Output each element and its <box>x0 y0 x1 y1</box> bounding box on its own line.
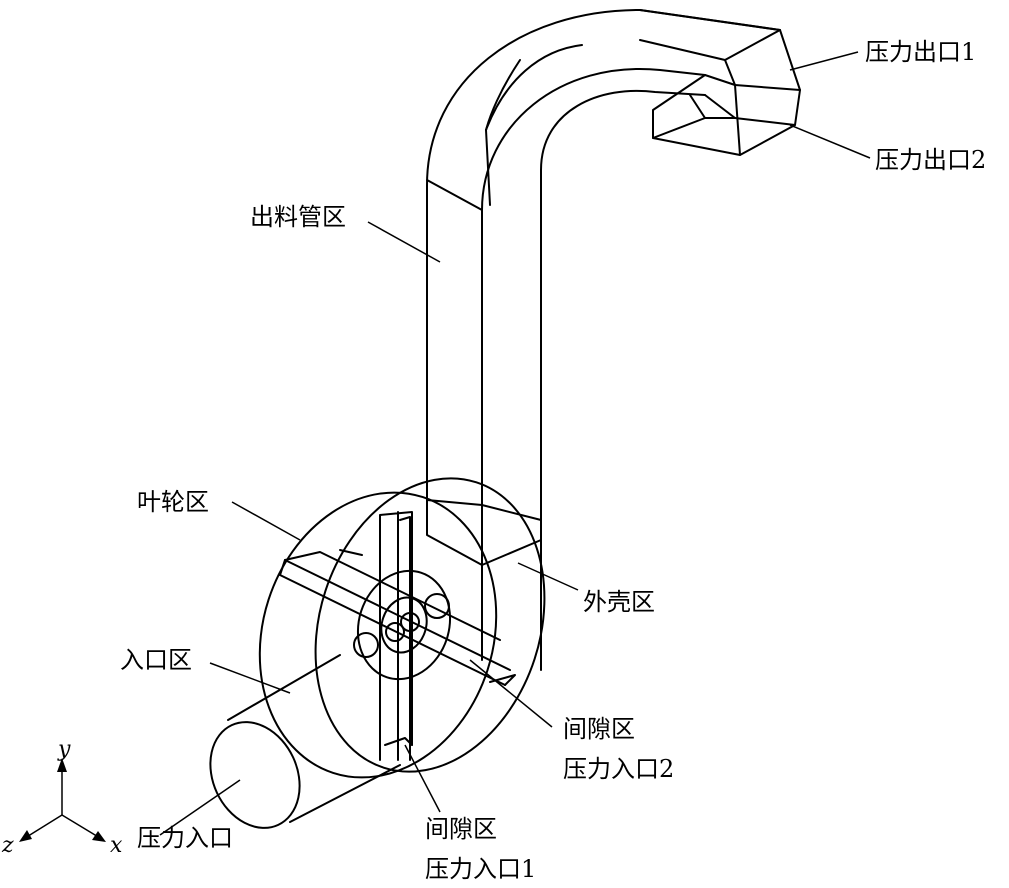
axis-x-label: x <box>110 833 123 858</box>
label-pressure-outlet-1: 压力出口1 <box>865 38 976 66</box>
leader-lines <box>159 51 871 836</box>
label-pressure-inlet-1: 压力入口1 <box>425 855 536 883</box>
label-pressure-inlet: 压力入口 <box>137 824 233 852</box>
axis-y-label: y <box>57 737 71 762</box>
discharge-pipe-geometry <box>426 9 801 521</box>
label-gap-zone-2: 间隙区 <box>563 715 635 743</box>
label-gap-zone-1: 间隙区 <box>425 815 497 843</box>
label-inlet-zone: 入口区 <box>120 646 192 674</box>
axis-z-label: z <box>1 833 14 858</box>
label-discharge-pipe-zone: 出料管区 <box>250 203 346 231</box>
label-pressure-inlet-2: 压力入口2 <box>563 755 674 783</box>
label-pressure-outlet-2: 压力出口2 <box>875 146 986 174</box>
label-casing-zone: 外壳区 <box>583 588 655 616</box>
impeller-geometry <box>258 477 546 779</box>
inlet-cylinder-geometry <box>209 654 401 829</box>
axis-triad <box>19 758 106 842</box>
label-impeller-zone: 叶轮区 <box>137 488 209 516</box>
